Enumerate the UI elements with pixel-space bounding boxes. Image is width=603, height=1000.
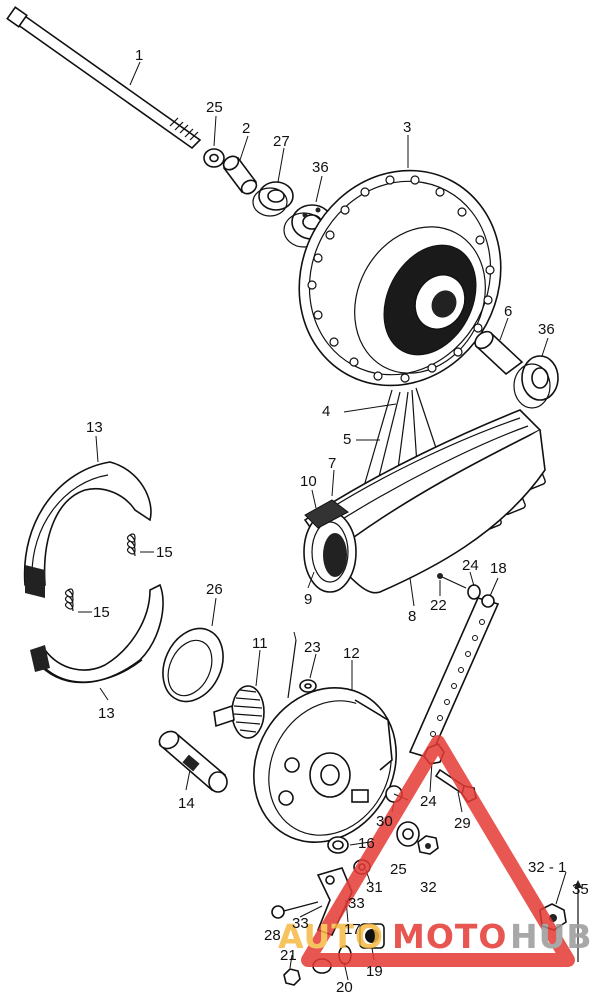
label-part-35: 35 bbox=[572, 881, 589, 898]
brake-cam-part bbox=[158, 730, 228, 793]
nut-part-24-upper bbox=[467, 584, 481, 600]
label-part-2: 2 bbox=[242, 120, 250, 137]
label-part-13-upper: 13 bbox=[86, 419, 103, 436]
label-part-20: 20 bbox=[336, 979, 353, 996]
dust-seal-part bbox=[162, 627, 224, 703]
label-part-14: 14 bbox=[178, 795, 195, 812]
oil-seal-part bbox=[252, 181, 294, 217]
label-part-33-left: 33 bbox=[292, 915, 309, 932]
watermark-logo: AUTO MOTO HUB bbox=[278, 735, 593, 967]
label-part-9: 9 bbox=[304, 591, 312, 608]
label-part-32-1: 32 - 1 bbox=[528, 859, 566, 876]
part-number-labels: 1 2 3 4 5 6 7 8 9 10 11 12 13 13 14 15 1… bbox=[86, 47, 589, 996]
label-part-4: 4 bbox=[322, 403, 330, 420]
label-part-32: 32 bbox=[420, 879, 437, 896]
collar-part bbox=[222, 155, 258, 195]
label-part-33-right: 33 bbox=[348, 895, 365, 912]
label-part-6: 6 bbox=[504, 303, 512, 320]
label-part-26: 26 bbox=[206, 581, 223, 598]
nut-part-21 bbox=[283, 968, 301, 986]
label-part-11: 11 bbox=[252, 635, 268, 652]
label-part-12: 12 bbox=[343, 645, 360, 662]
valve-part bbox=[437, 573, 467, 589]
bearing-part-lower bbox=[513, 355, 559, 409]
label-part-19: 19 bbox=[366, 963, 383, 980]
label-part-25-lower: 25 bbox=[390, 861, 407, 878]
joint-pin-part-19 bbox=[359, 923, 385, 949]
brake-spring-right bbox=[126, 533, 136, 557]
label-part-28: 28 bbox=[264, 927, 281, 944]
label-part-36-upper: 36 bbox=[312, 159, 329, 176]
label-part-13-lower: 13 bbox=[98, 705, 115, 722]
bolt-part-28 bbox=[271, 901, 319, 919]
label-part-8: 8 bbox=[408, 608, 416, 625]
label-part-5: 5 bbox=[343, 431, 351, 448]
washer-part-25-lower bbox=[396, 821, 420, 847]
label-part-29: 29 bbox=[454, 815, 471, 832]
brake-shoe-upper-part bbox=[23, 461, 152, 598]
rim-and-tyre-part bbox=[303, 409, 546, 594]
label-part-15-left: 15 bbox=[93, 604, 110, 621]
brake-spring-left bbox=[64, 588, 74, 612]
label-part-3: 3 bbox=[403, 119, 411, 136]
nut-part-32-lower bbox=[417, 835, 439, 855]
label-part-36-lower: 36 bbox=[538, 321, 555, 338]
label-part-24-lower: 24 bbox=[420, 793, 437, 810]
label-part-1: 1 bbox=[135, 47, 143, 64]
label-part-10: 10 bbox=[300, 473, 317, 490]
watermark-text-moto: MOTO bbox=[392, 917, 507, 956]
seal-part-16 bbox=[327, 836, 349, 854]
cotter-pin-part bbox=[287, 639, 297, 699]
label-part-30: 30 bbox=[376, 813, 393, 830]
label-part-18: 18 bbox=[490, 560, 507, 577]
speedometer-gear-part bbox=[213, 685, 265, 739]
distance-collar-part bbox=[474, 330, 524, 376]
washer-part-23 bbox=[299, 679, 317, 693]
label-part-24-upper: 24 bbox=[462, 557, 479, 574]
label-part-27: 27 bbox=[273, 133, 290, 150]
watermark-text-hub: HUB bbox=[510, 917, 593, 956]
label-part-7: 7 bbox=[328, 455, 336, 472]
wheel-hub-part bbox=[298, 169, 502, 387]
label-part-16: 16 bbox=[358, 835, 375, 852]
brake-panel-part bbox=[253, 687, 397, 843]
label-part-17: 17 bbox=[344, 921, 361, 938]
label-part-21: 21 bbox=[280, 947, 297, 964]
label-part-25-upper: 25 bbox=[206, 99, 223, 116]
label-part-15-right: 15 bbox=[156, 544, 173, 561]
label-part-23: 23 bbox=[304, 639, 321, 656]
axle-part bbox=[6, 6, 202, 150]
label-part-31: 31 bbox=[366, 879, 383, 896]
brake-shoe-lower-part bbox=[30, 583, 164, 684]
watermark-text-auto: AUTO bbox=[278, 917, 384, 956]
torque-link-part bbox=[408, 594, 500, 759]
label-part-22: 22 bbox=[430, 597, 447, 614]
